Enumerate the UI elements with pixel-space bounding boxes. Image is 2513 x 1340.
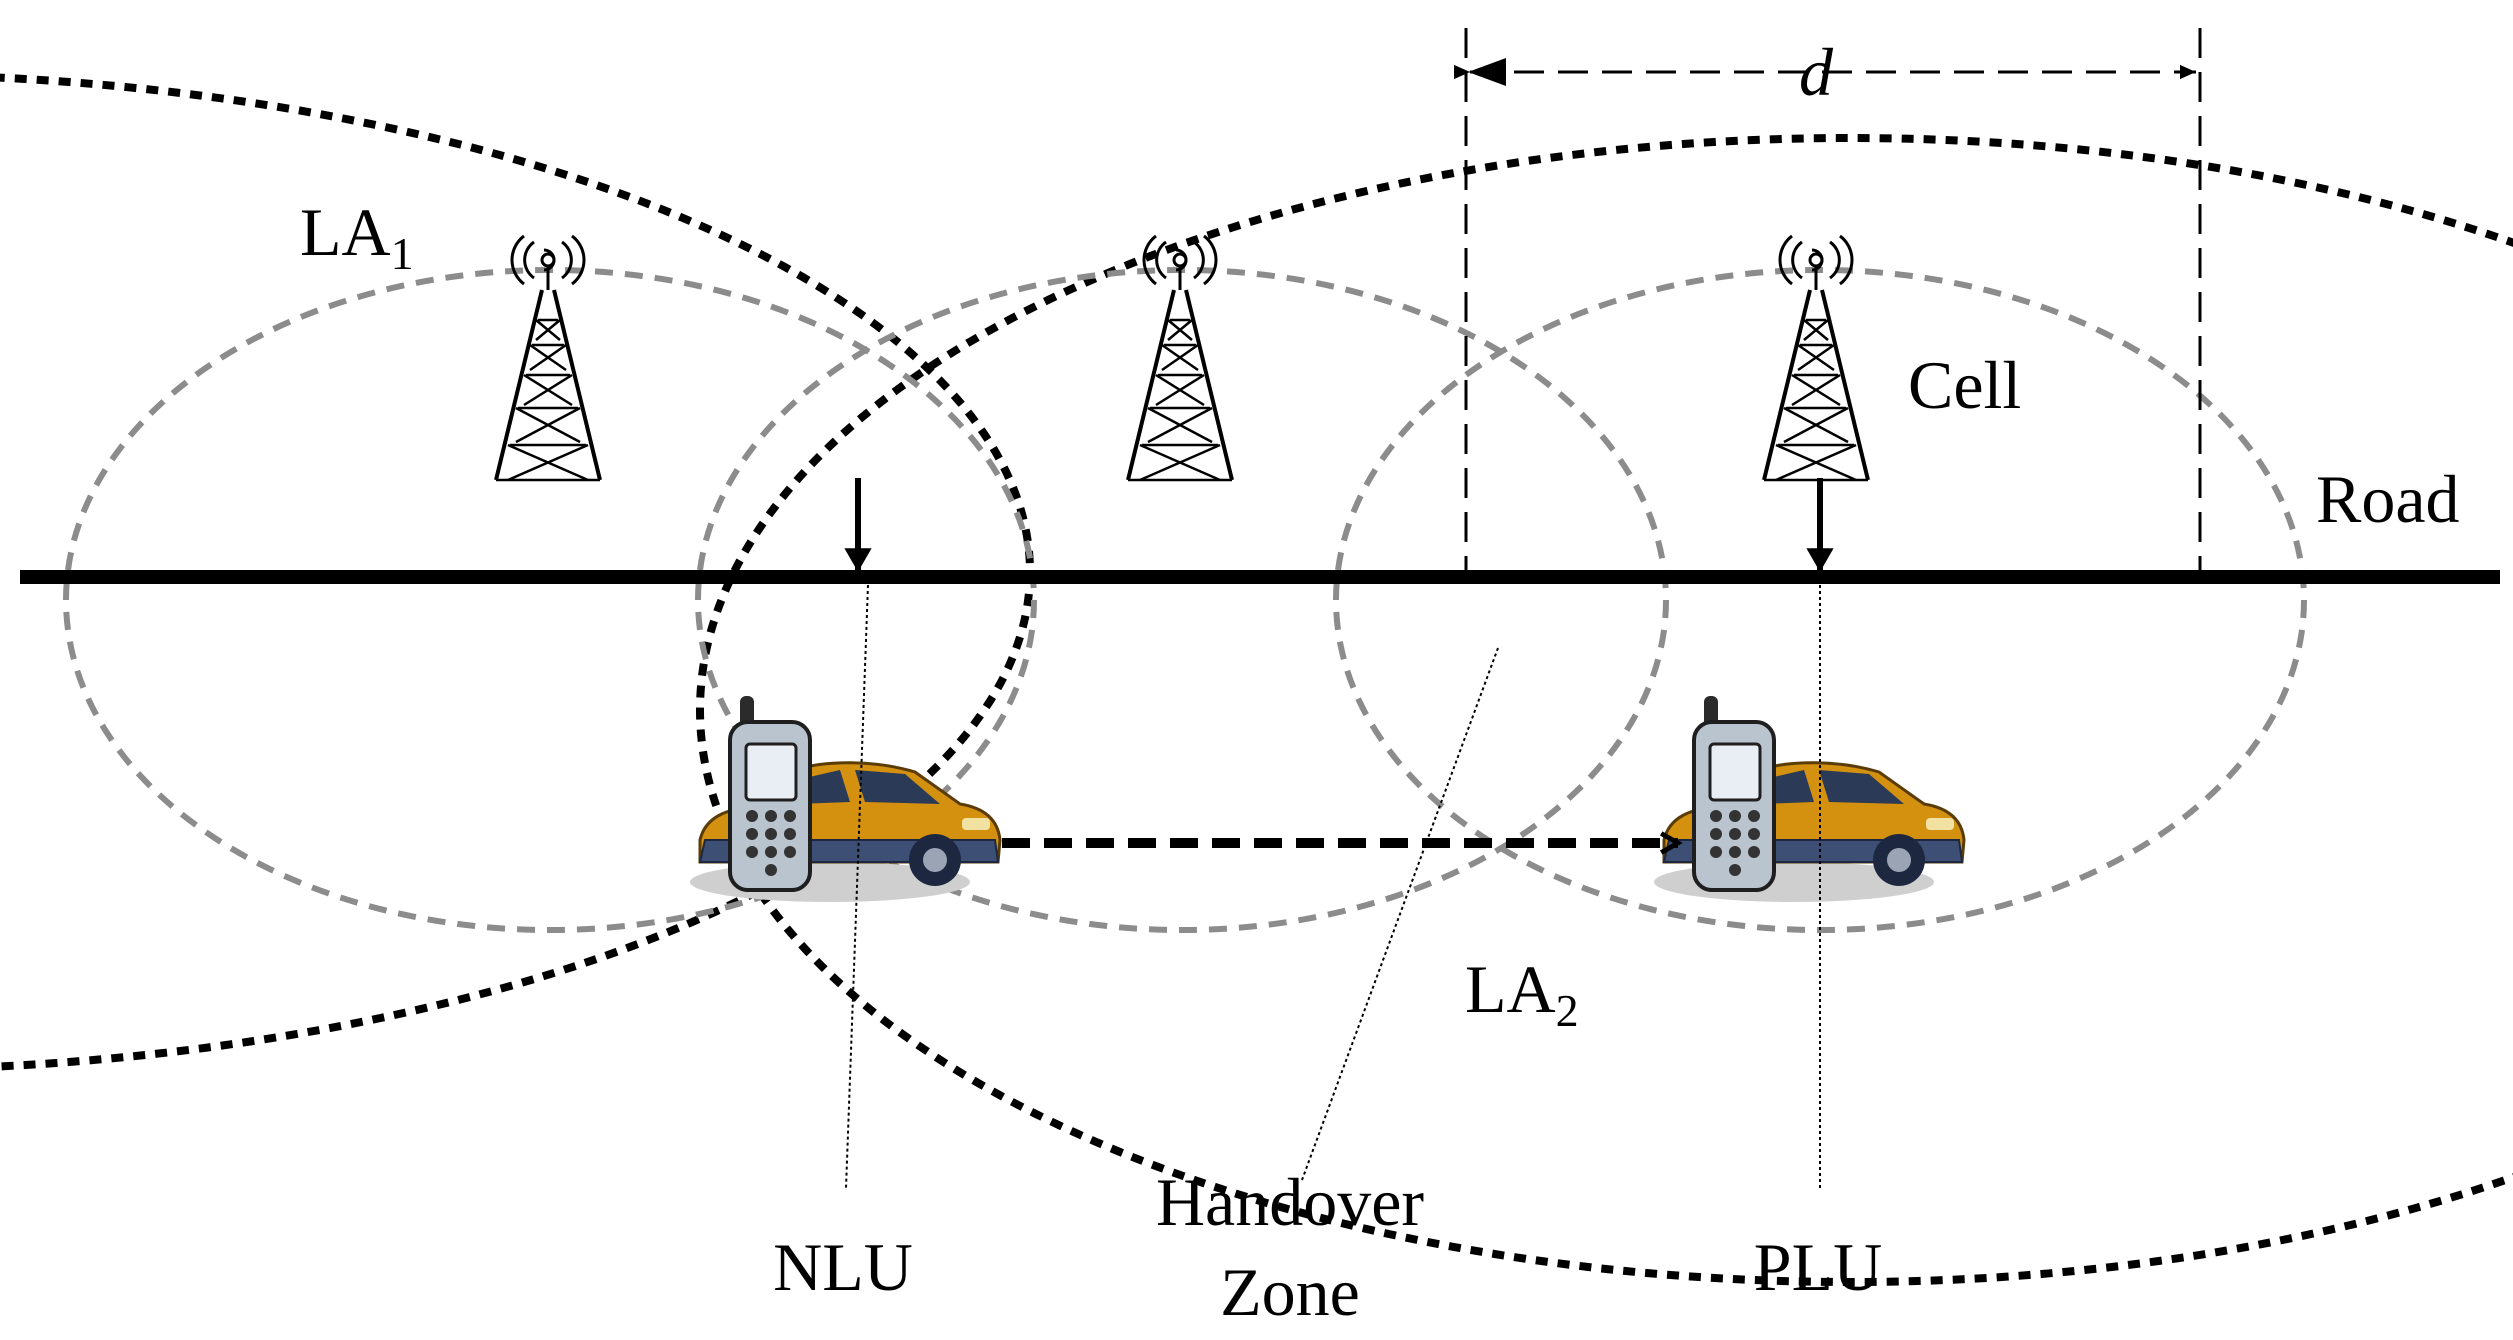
cell-boundary-1 bbox=[63, 267, 1037, 933]
car-with-phone-icon-nlu bbox=[688, 694, 1002, 904]
location-area-2-boundary bbox=[696, 134, 2513, 1286]
plu-label: PLU bbox=[1754, 1229, 1882, 1305]
la2-label: LA2 bbox=[1465, 951, 1579, 1036]
la1-label: LA1 bbox=[300, 194, 414, 279]
cell-boundary-2 bbox=[695, 267, 1669, 933]
distance-arrowhead-left bbox=[1468, 58, 1506, 86]
nlu-label: NLU bbox=[773, 1229, 913, 1305]
distance-label: d bbox=[1799, 34, 1834, 110]
handover-zone-label-line2: Zone bbox=[1220, 1254, 1360, 1330]
nlu-leader-line bbox=[845, 584, 869, 1189]
handover-zone-leader-line bbox=[1301, 647, 1499, 1181]
handover-zone-label-line1: Handover bbox=[1156, 1164, 1424, 1240]
car-with-phone-icon-plu bbox=[1652, 694, 1966, 904]
road-label: Road bbox=[2316, 461, 2460, 537]
cell-label: Cell bbox=[1908, 347, 2021, 423]
